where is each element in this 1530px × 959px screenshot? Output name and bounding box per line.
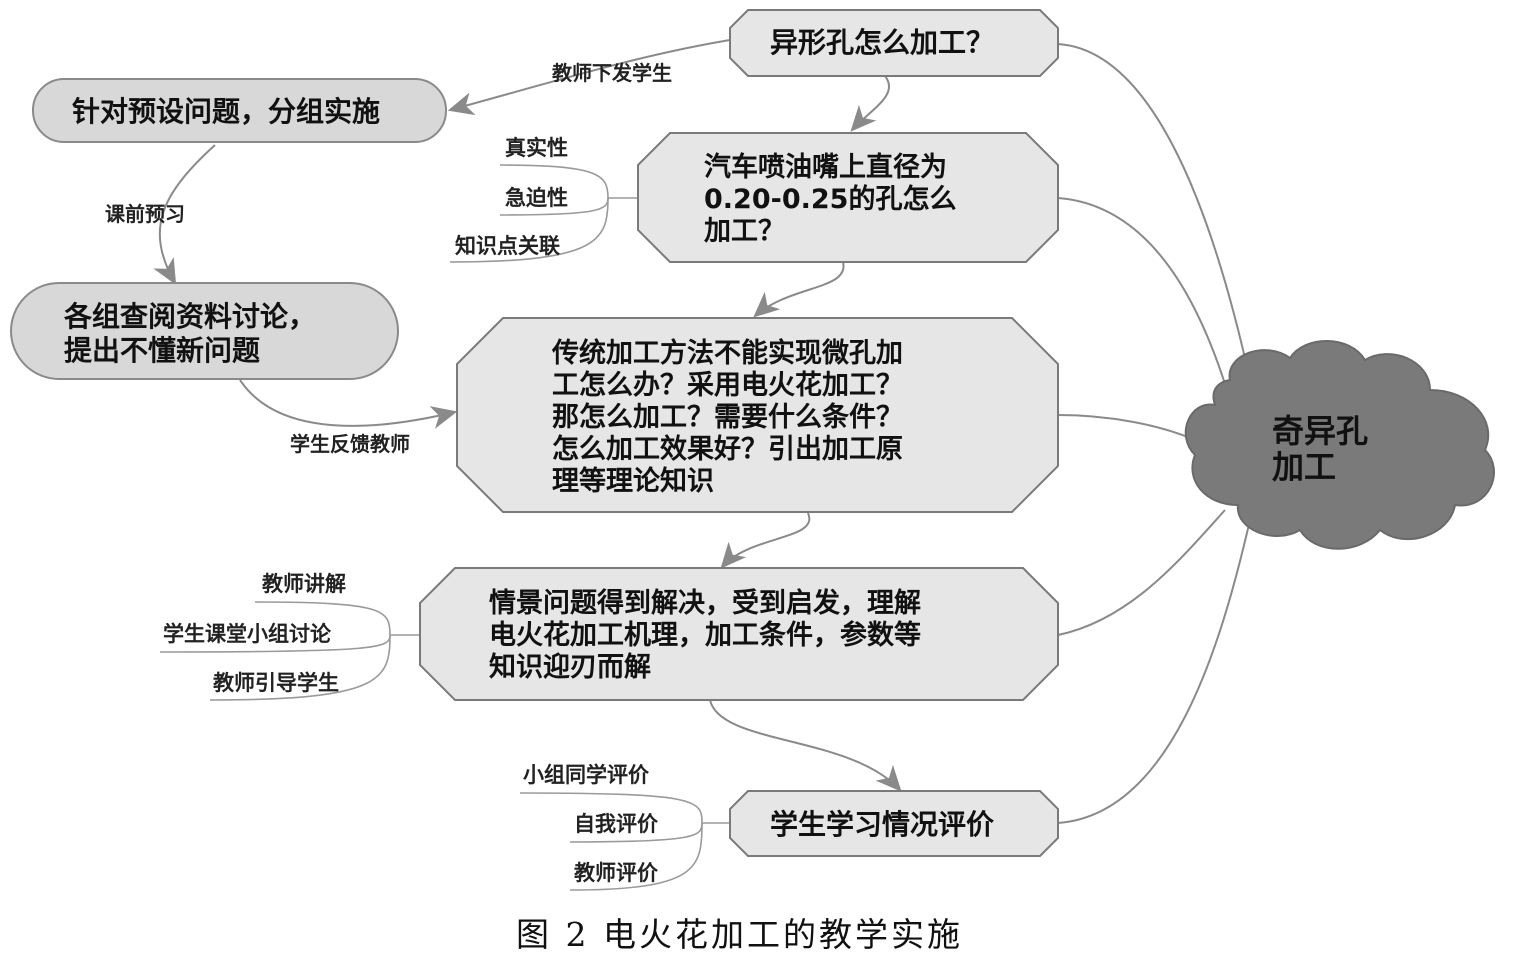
side-node-research-text: 各组查阅资料讨论， 提出不懂新问题 [63, 300, 326, 367]
leaf-line-q5-1 [519, 792, 703, 824]
node-q2-shape [637, 132, 1059, 263]
node-q3: 传统加工方法不能实现微孔加 工怎么办？采用电火花加工？ 那怎么加工？需要什么条件… [456, 317, 1059, 513]
node-q5-text: 学生学习情况评价 [770, 808, 995, 841]
leaf-line-q5-3 [569, 822, 703, 891]
connector-q2 [1057, 197, 1231, 401]
leaf-branches-q4 [159, 601, 420, 701]
arrow-q1-group-work [447, 39, 731, 116]
edge-label-teacher-to-students: 教师下发学生 [552, 61, 672, 85]
node-q3-line-1: 传统加工方法不能实现微孔加 [551, 337, 903, 369]
node-q2-line-1: 汽车喷油嘴上直径为 [704, 151, 947, 183]
leaf-label: 真实性 [505, 136, 568, 160]
connector-q3 [1057, 414, 1196, 441]
side-node-research: 各组查阅资料讨论， 提出不懂新问题 [10, 282, 399, 380]
arrow-group-work-research [153, 144, 216, 286]
flow-arrows [153, 39, 902, 792]
leaf-line-q4-3 [209, 634, 391, 701]
node-q1-text: 异形孔怎么加工？ [770, 26, 994, 59]
leaf-label: 急迫性 [505, 186, 568, 210]
node-q3-line-4: 怎么加工效果好？引出加工原 [552, 434, 903, 465]
side-node-research-line-2: 提出不懂新问题 [64, 334, 260, 367]
node-q5-shape [729, 790, 1059, 857]
node-q2-text: 汽车喷油嘴上直径为 0.20-0.25的孔怎么 加工？ [704, 151, 966, 247]
leaf-branches-q5 [519, 792, 730, 891]
central-topic-text: 奇异孔 加工 [1272, 412, 1379, 486]
side-node-research-shape [10, 282, 399, 380]
leaf-line-q2-3 [449, 197, 609, 263]
leaf-label: 小组同学评价 [523, 763, 650, 787]
leaf-label: 自我评价 [574, 812, 659, 836]
central-topic-line-1: 奇异孔 [1272, 412, 1368, 450]
node-q3-text: 传统加工方法不能实现微孔加 工怎么办？采用电火花加工？ 那怎么加工？需要什么条件… [551, 337, 912, 497]
node-q2-line-3: 加工？ [704, 216, 785, 247]
node-q4-shape [419, 567, 1059, 701]
node-q5-line-1: 学生学习情况评价 [770, 808, 995, 841]
leaf-label: 教师引导学生 [213, 671, 339, 695]
node-q1-line-1: 异形孔怎么加工？ [770, 26, 994, 59]
central-topic-line-2: 加工 [1272, 448, 1336, 486]
leaf-branches-q2 [449, 164, 638, 263]
node-q1-shape [729, 9, 1059, 77]
side-node-research-line-1: 各组查阅资料讨论， [63, 300, 316, 333]
side-node-group-work-line-1: 针对预设问题，分组实施 [72, 95, 380, 128]
node-q4-line-2: 电火花加工机理，加工条件，参数等 [489, 619, 921, 651]
cloud-icon [1184, 340, 1495, 550]
node-q4: 情景问题得到解决，受到启发，理解 电火花加工机理，加工条件，参数等 知识迎刃而解 [419, 567, 1059, 701]
arrow-q1-q2 [850, 75, 891, 132]
node-q1: 异形孔怎么加工？ [729, 9, 1059, 77]
node-q4-line-1: 情景问题得到解决，受到启发，理解 [489, 587, 921, 619]
leaf-line-q4-1 [254, 601, 391, 636]
side-node-group-work-shape [32, 78, 447, 143]
connector-q4 [1057, 509, 1226, 636]
leaf-label: 教师讲解 [262, 572, 346, 596]
node-q2-line-2: 0.20-0.25的孔怎么 [704, 183, 956, 215]
connector-q1 [1057, 43, 1251, 381]
side-node-group-work: 针对预设问题，分组实施 [32, 78, 447, 143]
leaf-label: 学生课堂小组讨论 [163, 622, 332, 646]
leaves-q5: 小组同学评价 自我评价 教师评价 [523, 763, 659, 885]
leaf-line-q4-2 [159, 634, 391, 653]
edge-label-preview: 课前预习 [105, 202, 185, 226]
connector-q5 [1057, 519, 1251, 824]
leaves-q4: 教师讲解 学生课堂小组讨论 教师引导学生 [163, 572, 346, 695]
leaves-q2: 真实性 急迫性 知识点关联 [455, 136, 568, 258]
node-q3-shape [456, 317, 1059, 513]
edge-label-feedback: 学生反馈教师 [290, 432, 410, 456]
arrow-q3-q4 [720, 512, 811, 569]
leaf-label: 知识点关联 [455, 234, 560, 258]
figure-caption: 图 2 电火花加工的教学实施 [516, 915, 963, 954]
leaf-line-q2-1 [499, 164, 609, 199]
central-connectors [1057, 43, 1251, 824]
arrow-research-q3 [239, 379, 458, 429]
node-q2: 汽车喷油嘴上直径为 0.20-0.25的孔怎么 加工？ [637, 132, 1059, 263]
leaf-label: 教师评价 [574, 861, 659, 885]
arrow-q4-q5 [709, 699, 902, 792]
side-node-group-work-text: 针对预设问题，分组实施 [72, 95, 380, 128]
central-topic: 奇异孔 加工 [1184, 340, 1495, 550]
node-q3-line-3: 那怎么加工？需要什么条件？ [552, 402, 903, 433]
arrow-q2-q3 [753, 261, 845, 318]
node-q3-line-5: 理等理论知识 [552, 465, 714, 497]
node-q5: 学生学习情况评价 [729, 790, 1059, 857]
node-q4-line-3: 知识迎刃而解 [489, 652, 651, 683]
node-q4-text: 情景问题得到解决，受到启发，理解 电火花加工机理，加工条件，参数等 知识迎刃而解 [489, 587, 930, 683]
node-q3-line-2: 工怎么办？采用电火花加工？ [552, 370, 903, 401]
